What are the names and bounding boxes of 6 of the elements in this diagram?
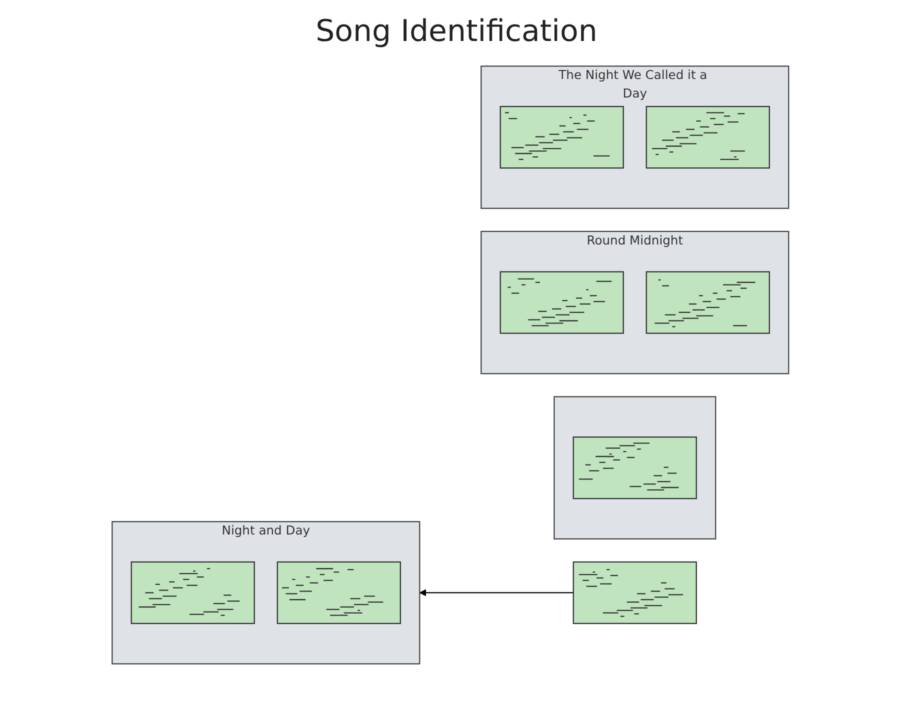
cluster: Round Midnight <box>480 230 789 374</box>
cluster: The Night We Called it a Day <box>480 66 789 209</box>
slide-title: Song Identification <box>314 14 598 49</box>
cluster: Night and Day <box>111 521 420 664</box>
arrow <box>418 589 573 596</box>
cluster <box>553 396 716 540</box>
